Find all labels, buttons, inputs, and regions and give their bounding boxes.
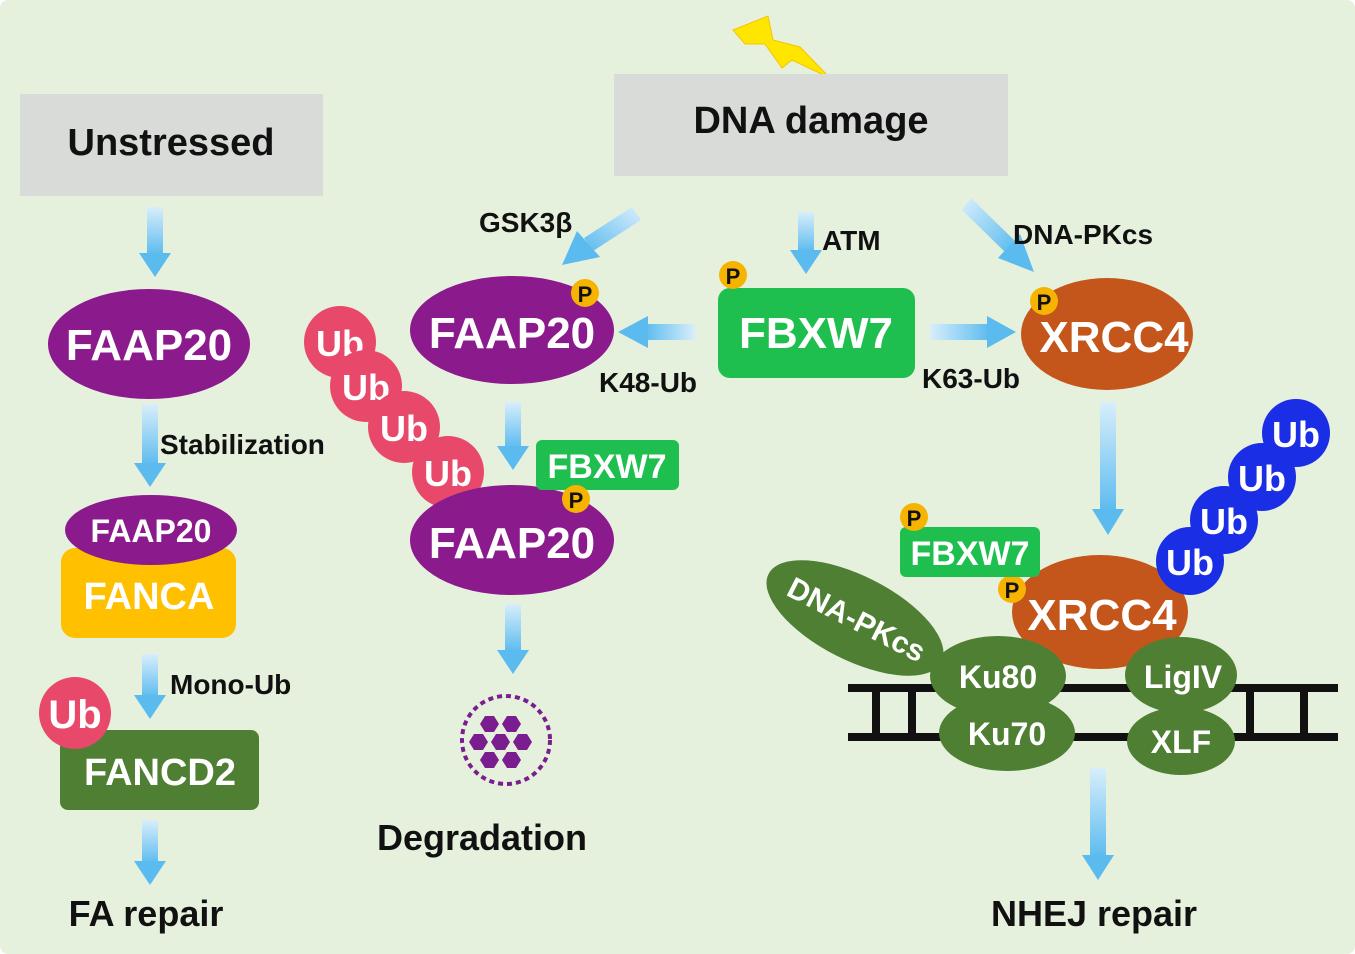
ku70-label: Ku70	[968, 716, 1046, 752]
arrow-xrcc4-to-complex	[1092, 402, 1124, 535]
arrow-fbxw7-to-faap20	[618, 316, 695, 348]
svg-text:Ub: Ub	[1272, 414, 1320, 455]
ligiv-label: LigIV	[1144, 659, 1223, 695]
ku80-protein: Ku80	[930, 636, 1066, 716]
faap20-phosphorylated: FAAP20	[410, 276, 614, 384]
xlf-label: XLF	[1151, 724, 1211, 760]
xrcc4-complex-label: XRCC4	[1027, 591, 1177, 640]
arrow-fbxw7-to-xrcc4	[930, 316, 1016, 348]
arrow-fanca-to-fancd2	[134, 654, 166, 719]
phospho-label: P	[726, 264, 741, 289]
arrow-faap20-to-degradation	[497, 604, 529, 674]
ub-chain-k48: Ub Ub Ub Ub	[304, 306, 484, 508]
svg-text:Ub: Ub	[424, 453, 472, 494]
dna-damage-box: DNA damage	[614, 74, 1008, 176]
xrcc4-label: XRCC4	[1039, 313, 1189, 362]
svg-text:Ub: Ub	[1238, 458, 1286, 499]
fanca-label: FANCA	[84, 576, 215, 618]
stabilization-label: Stabilization	[160, 429, 325, 460]
k63-ub-label: K63-Ub	[922, 363, 1020, 394]
dnapkcs-kinase-label: DNA-PKcs	[1013, 219, 1153, 250]
arrow-gsk3b-to-faap20	[562, 207, 641, 265]
phospho-xrcc4-top: P	[1030, 287, 1058, 315]
atm-label: ATM	[822, 225, 881, 256]
faap20-ub-label: FAAP20	[429, 519, 595, 568]
ub-mono: Ub	[39, 677, 111, 749]
xrcc4-complex: XRCC4	[1012, 555, 1188, 669]
degradation-label: Degradation	[377, 817, 587, 858]
arrow-fancd2-to-fa-repair	[134, 820, 166, 885]
faap20-unstressed: FAAP20	[48, 289, 250, 399]
ub-pink-4: Ub	[412, 436, 484, 508]
fa-repair-label: FA repair	[69, 893, 224, 934]
proteasome-icon	[460, 694, 552, 786]
faap20-small-label: FAAP20	[91, 513, 212, 549]
ku70-protein: Ku70	[939, 695, 1075, 771]
arrow-atm-to-fbxw7	[790, 212, 822, 274]
k48-ub-label: K48-Ub	[599, 367, 697, 398]
fbxw7-small-right: FBXW7	[900, 527, 1040, 577]
ligiv-protein: LigIV	[1125, 637, 1237, 713]
ub-blue-1: Ub	[1262, 399, 1330, 467]
unstressed-box: Unstressed	[20, 94, 323, 196]
phospho-fbxw7-right: P	[900, 503, 928, 531]
lightning-icon	[732, 15, 831, 79]
fbxw7-label: FBXW7	[739, 309, 893, 358]
faap20-small: FAAP20	[65, 495, 237, 565]
phospho-label: P	[907, 506, 922, 531]
unstressed-label: Unstressed	[68, 122, 275, 164]
gsk3b-label: GSK3β	[479, 207, 572, 238]
ub-pink-3: Ub	[368, 391, 440, 463]
faap20-p-label: FAAP20	[429, 309, 595, 358]
fbxw7-right-label: FBXW7	[911, 535, 1030, 573]
phospho-label: P	[569, 488, 584, 513]
phospho-faap20-top: P	[571, 279, 599, 307]
xrcc4-phosphorylated: XRCC4	[1021, 278, 1193, 390]
faap20-ubiquitinated: FAAP20	[410, 485, 614, 595]
arrow-dnapkcs-to-xrcc4	[962, 198, 1034, 272]
phospho-label: P	[1037, 290, 1052, 315]
fanca-box: FANCA	[61, 548, 236, 638]
arrow-faap20-to-ub-faap20	[497, 402, 529, 470]
svg-text:Ub: Ub	[1200, 501, 1248, 542]
phospho-label: P	[1005, 578, 1020, 603]
arrow-faap20-to-complex	[134, 404, 166, 487]
dna-damage-label: DNA damage	[693, 100, 928, 142]
ub-mono-label: Ub	[48, 693, 101, 737]
phospho-xrcc4-complex: P	[998, 575, 1026, 603]
fbxw7-small-label: FBXW7	[548, 448, 667, 486]
faap20-label: FAAP20	[66, 321, 232, 370]
svg-text:Ub: Ub	[380, 408, 428, 449]
arrow-complex-to-nhej-repair	[1082, 768, 1114, 880]
xlf-protein: XLF	[1127, 707, 1235, 775]
phospho-label: P	[578, 282, 593, 307]
nhej-repair-label: NHEJ repair	[991, 893, 1197, 934]
phospho-fbxw7-center: P	[719, 261, 747, 289]
fancd2-box: FANCD2	[60, 730, 259, 810]
ku80-label: Ku80	[959, 659, 1037, 695]
fancd2-label: FANCD2	[84, 752, 236, 794]
dna-double-strand	[848, 684, 1338, 741]
ub-chain-k63: Ub Ub Ub Ub	[1156, 399, 1330, 595]
mono-ub-label: Mono-Ub	[170, 669, 291, 700]
fbxw7-small-mid: FBXW7	[536, 440, 679, 490]
arrow-unstressed-to-faap20	[139, 207, 171, 277]
phospho-faap20-mid: P	[562, 485, 590, 513]
fbxw7-center: FBXW7	[718, 288, 915, 378]
